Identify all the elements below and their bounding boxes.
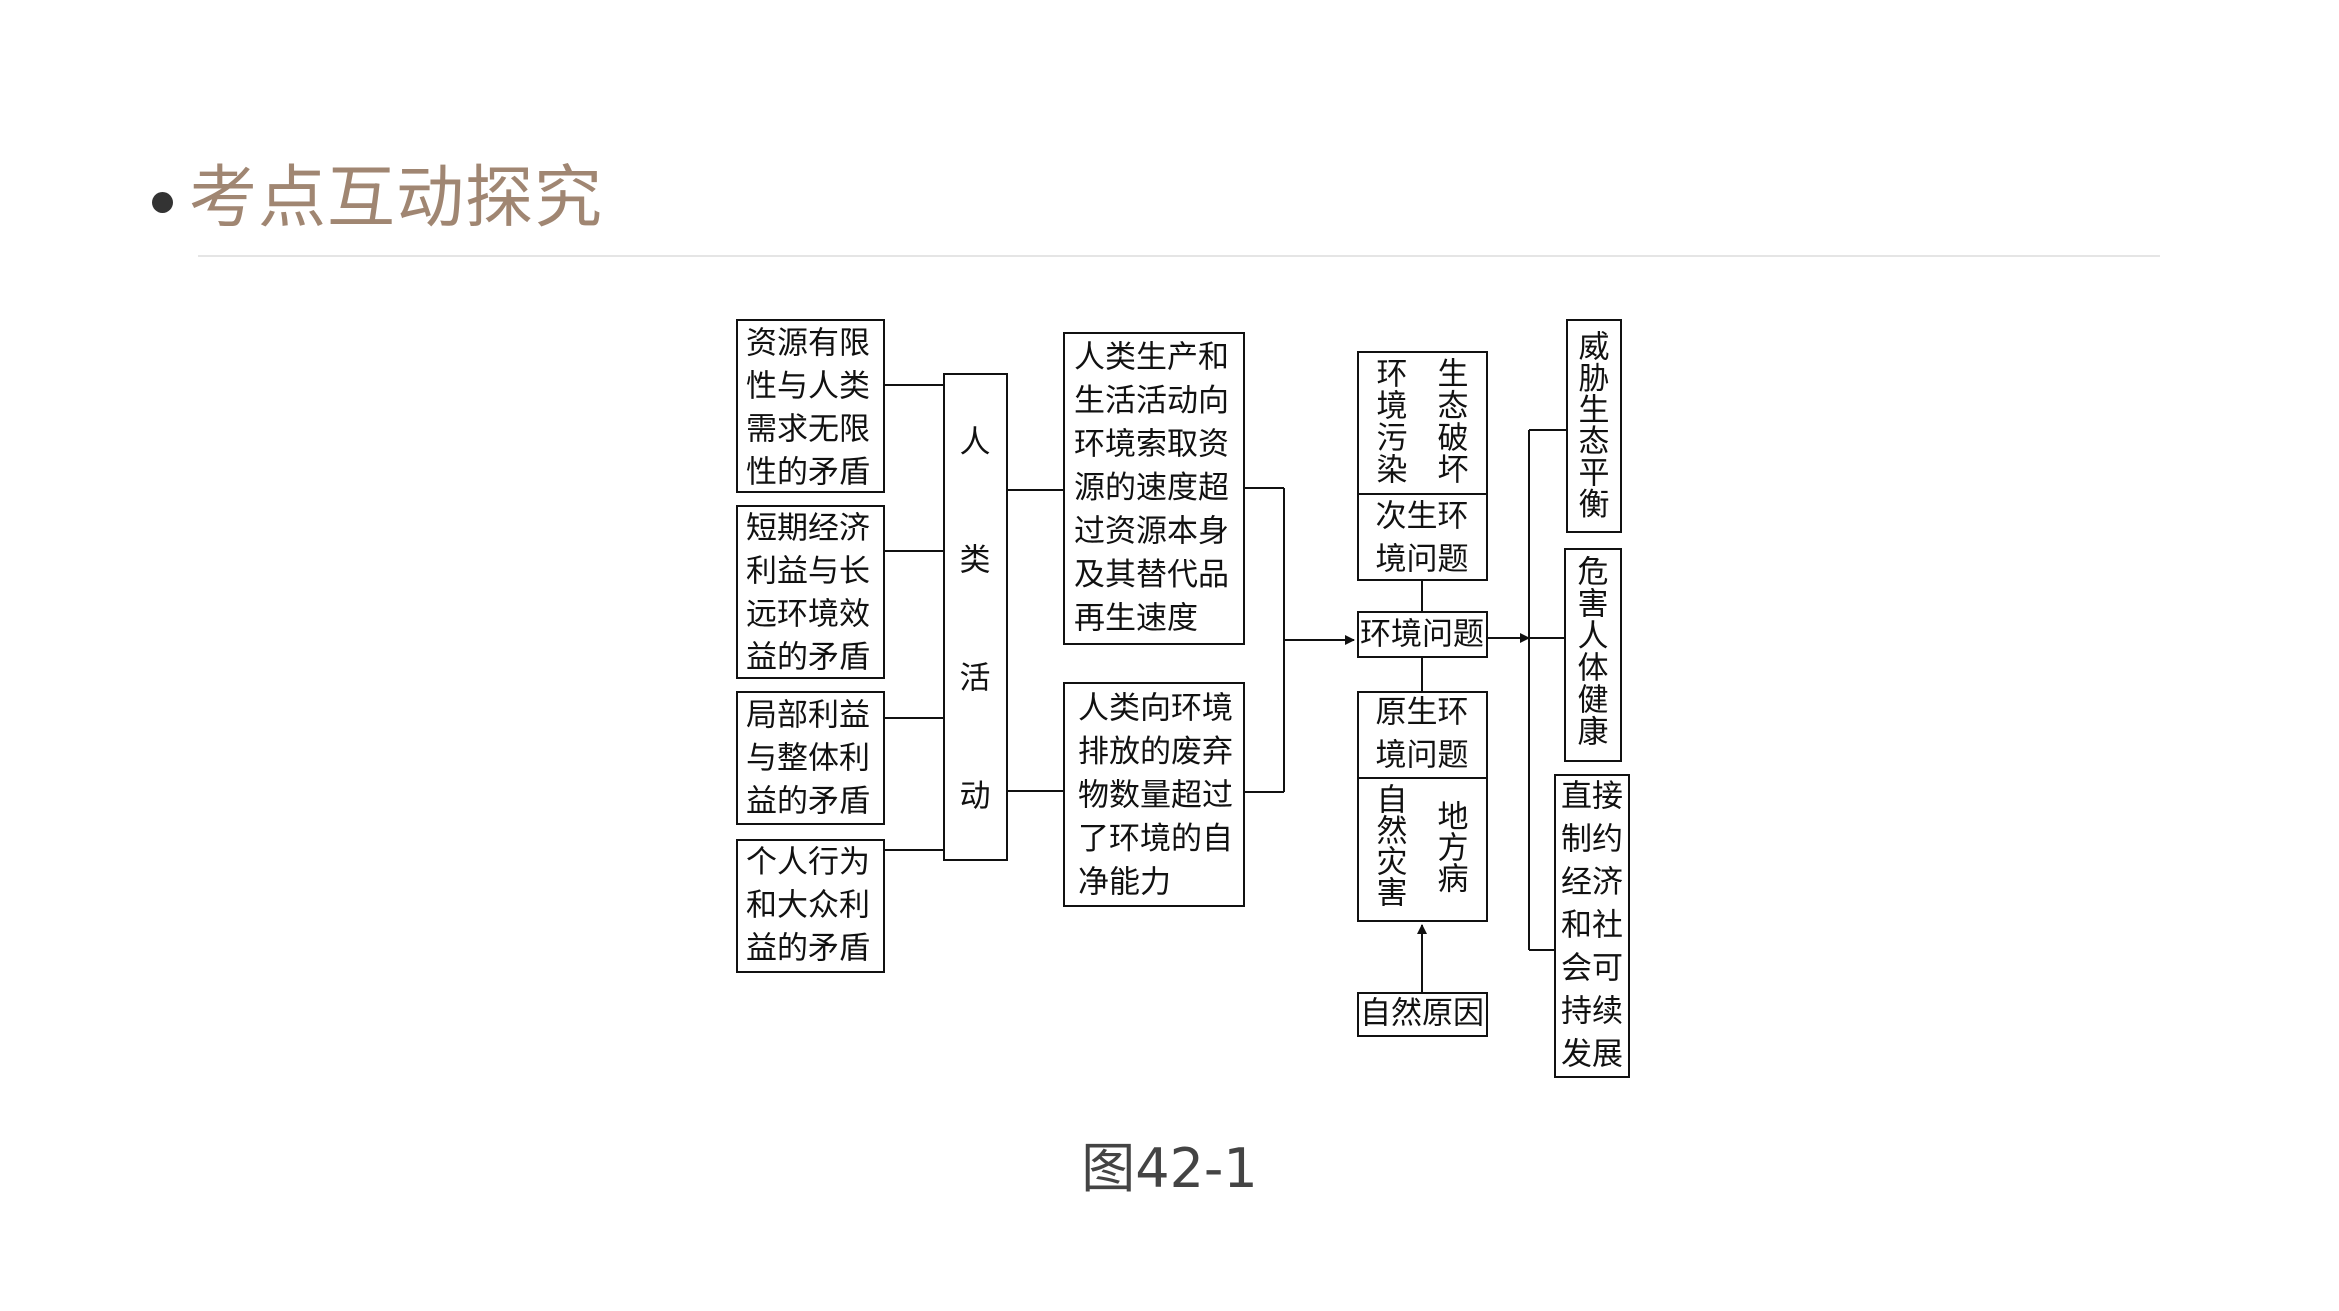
bullet-icon	[152, 191, 173, 213]
human-activity-text: 动	[960, 779, 991, 815]
contradiction-text: 局部利益	[746, 698, 870, 734]
human-activity-text: 活	[960, 661, 991, 697]
cause-resource-text: 源的速度超	[1074, 470, 1229, 506]
eco-damage-text: 生	[1438, 357, 1469, 393]
natural-disaster-text: 自	[1377, 783, 1408, 819]
harm-health-text: 人	[1578, 619, 1609, 655]
natural-cause-text: 自然原因	[1360, 996, 1484, 1032]
contradiction-text: 利益与长	[746, 554, 870, 590]
contradiction-text: 与整体利	[746, 741, 870, 777]
cause-pollution-text: 物数量超过	[1078, 778, 1233, 814]
cause-resource-text: 再生速度	[1074, 601, 1198, 637]
contradiction-box	[736, 505, 885, 679]
secondary-top-box	[1357, 351, 1488, 495]
cause-resource-text: 环境索取资	[1074, 427, 1229, 463]
restrict-text: 直接	[1561, 779, 1623, 815]
contradiction-text: 益的矛盾	[746, 784, 870, 820]
restrict-text: 持续	[1561, 994, 1623, 1030]
restrict-text: 和社	[1561, 908, 1623, 944]
natural-disaster-text: 灾	[1377, 845, 1408, 881]
section-heading: 考点互动探究	[152, 165, 603, 233]
cause-resource-box	[1063, 332, 1245, 645]
cause-resource-text: 过资源本身	[1074, 514, 1229, 550]
contradiction-text: 短期经济	[746, 511, 870, 547]
pollution-text: 污	[1377, 421, 1408, 457]
cause-resource-text: 人类生产和	[1074, 340, 1229, 376]
cause-pollution-text: 净能力	[1078, 865, 1171, 901]
natural-disaster-text: 然	[1377, 814, 1408, 850]
contradiction-text: 资源有限	[746, 326, 870, 362]
endemic-text: 方	[1438, 831, 1469, 867]
threat-eco-text: 平	[1579, 456, 1610, 492]
pollution-text: 环	[1377, 357, 1408, 393]
contradiction-text: 益的矛盾	[746, 931, 870, 967]
cause-pollution-box	[1063, 682, 1245, 907]
primary-text: 原生环	[1376, 695, 1469, 731]
cause-resource-text: 生活活动向	[1074, 383, 1229, 419]
cause-pollution-text: 人类向环境	[1078, 691, 1233, 727]
figure-caption: 图42-1	[1081, 1137, 1258, 1200]
secondary-text: 境问题	[1376, 542, 1469, 578]
threat-eco-text: 态	[1579, 424, 1610, 460]
restrict-text: 制约	[1561, 822, 1623, 858]
threat-eco-text: 胁	[1579, 361, 1610, 397]
contradiction-box	[736, 319, 885, 493]
harm-health-box	[1564, 548, 1622, 762]
pollution-text: 染	[1377, 453, 1408, 489]
eco-damage-text: 坏	[1438, 453, 1469, 489]
env-problem-text: 环境问题	[1360, 617, 1484, 653]
natural-cause-box	[1357, 992, 1488, 1037]
contradiction-text: 益的矛盾	[746, 640, 870, 676]
contradiction-text: 个人行为	[746, 845, 870, 881]
contradiction-box	[736, 691, 885, 825]
contradiction-box	[736, 839, 885, 973]
harm-health-text: 害	[1578, 587, 1609, 623]
diagram-boxes: 资源有限性与人类需求无限性的矛盾短期经济利益与长远环境效益的矛盾局部利益与整体利…	[736, 319, 1630, 1078]
eco-damage-text: 破	[1438, 421, 1469, 457]
contradiction-text: 性与人类	[746, 369, 870, 405]
secondary-text: 次生环	[1376, 499, 1469, 535]
restrict-text: 会可	[1561, 951, 1623, 987]
primary-bottom-box	[1357, 777, 1488, 922]
page-title: 考点互动探究	[189, 159, 604, 238]
harm-health-text: 康	[1578, 715, 1609, 751]
env-problem-box	[1357, 611, 1488, 658]
connector-lines	[884, 352, 1567, 993]
threat-eco-text: 生	[1579, 393, 1610, 429]
restrict-box	[1554, 774, 1630, 1078]
cause-pollution-text: 了环境的自	[1078, 821, 1233, 857]
natural-disaster-text: 害	[1377, 876, 1408, 912]
endemic-text: 地	[1438, 800, 1469, 836]
primary-text: 境问题	[1376, 738, 1469, 774]
restrict-text: 经济	[1561, 865, 1623, 901]
human-activity-text: 人	[960, 425, 991, 461]
threat-eco-text: 衡	[1579, 487, 1610, 523]
harm-health-text: 健	[1578, 683, 1609, 719]
restrict-text: 发展	[1561, 1037, 1623, 1073]
contradiction-text: 性的矛盾	[746, 455, 870, 491]
human-activity-box	[943, 373, 1008, 861]
cause-pollution-text: 排放的废弃	[1078, 734, 1233, 770]
cause-resource-text: 及其替代品	[1074, 557, 1229, 593]
contradiction-text: 和大众利	[746, 888, 870, 924]
title-divider	[198, 255, 2160, 257]
endemic-text: 病	[1438, 862, 1469, 898]
human-activity-text: 类	[960, 543, 991, 579]
eco-damage-text: 态	[1438, 389, 1469, 425]
harm-health-text: 危	[1578, 555, 1609, 591]
harm-health-text: 体	[1578, 651, 1609, 687]
contradiction-text: 远环境效	[746, 597, 870, 633]
secondary-box	[1357, 493, 1488, 581]
contradiction-text: 需求无限	[746, 412, 870, 448]
threat-eco-text: 威	[1579, 330, 1610, 366]
pollution-text: 境	[1377, 389, 1408, 425]
threat-eco-box	[1566, 319, 1622, 533]
